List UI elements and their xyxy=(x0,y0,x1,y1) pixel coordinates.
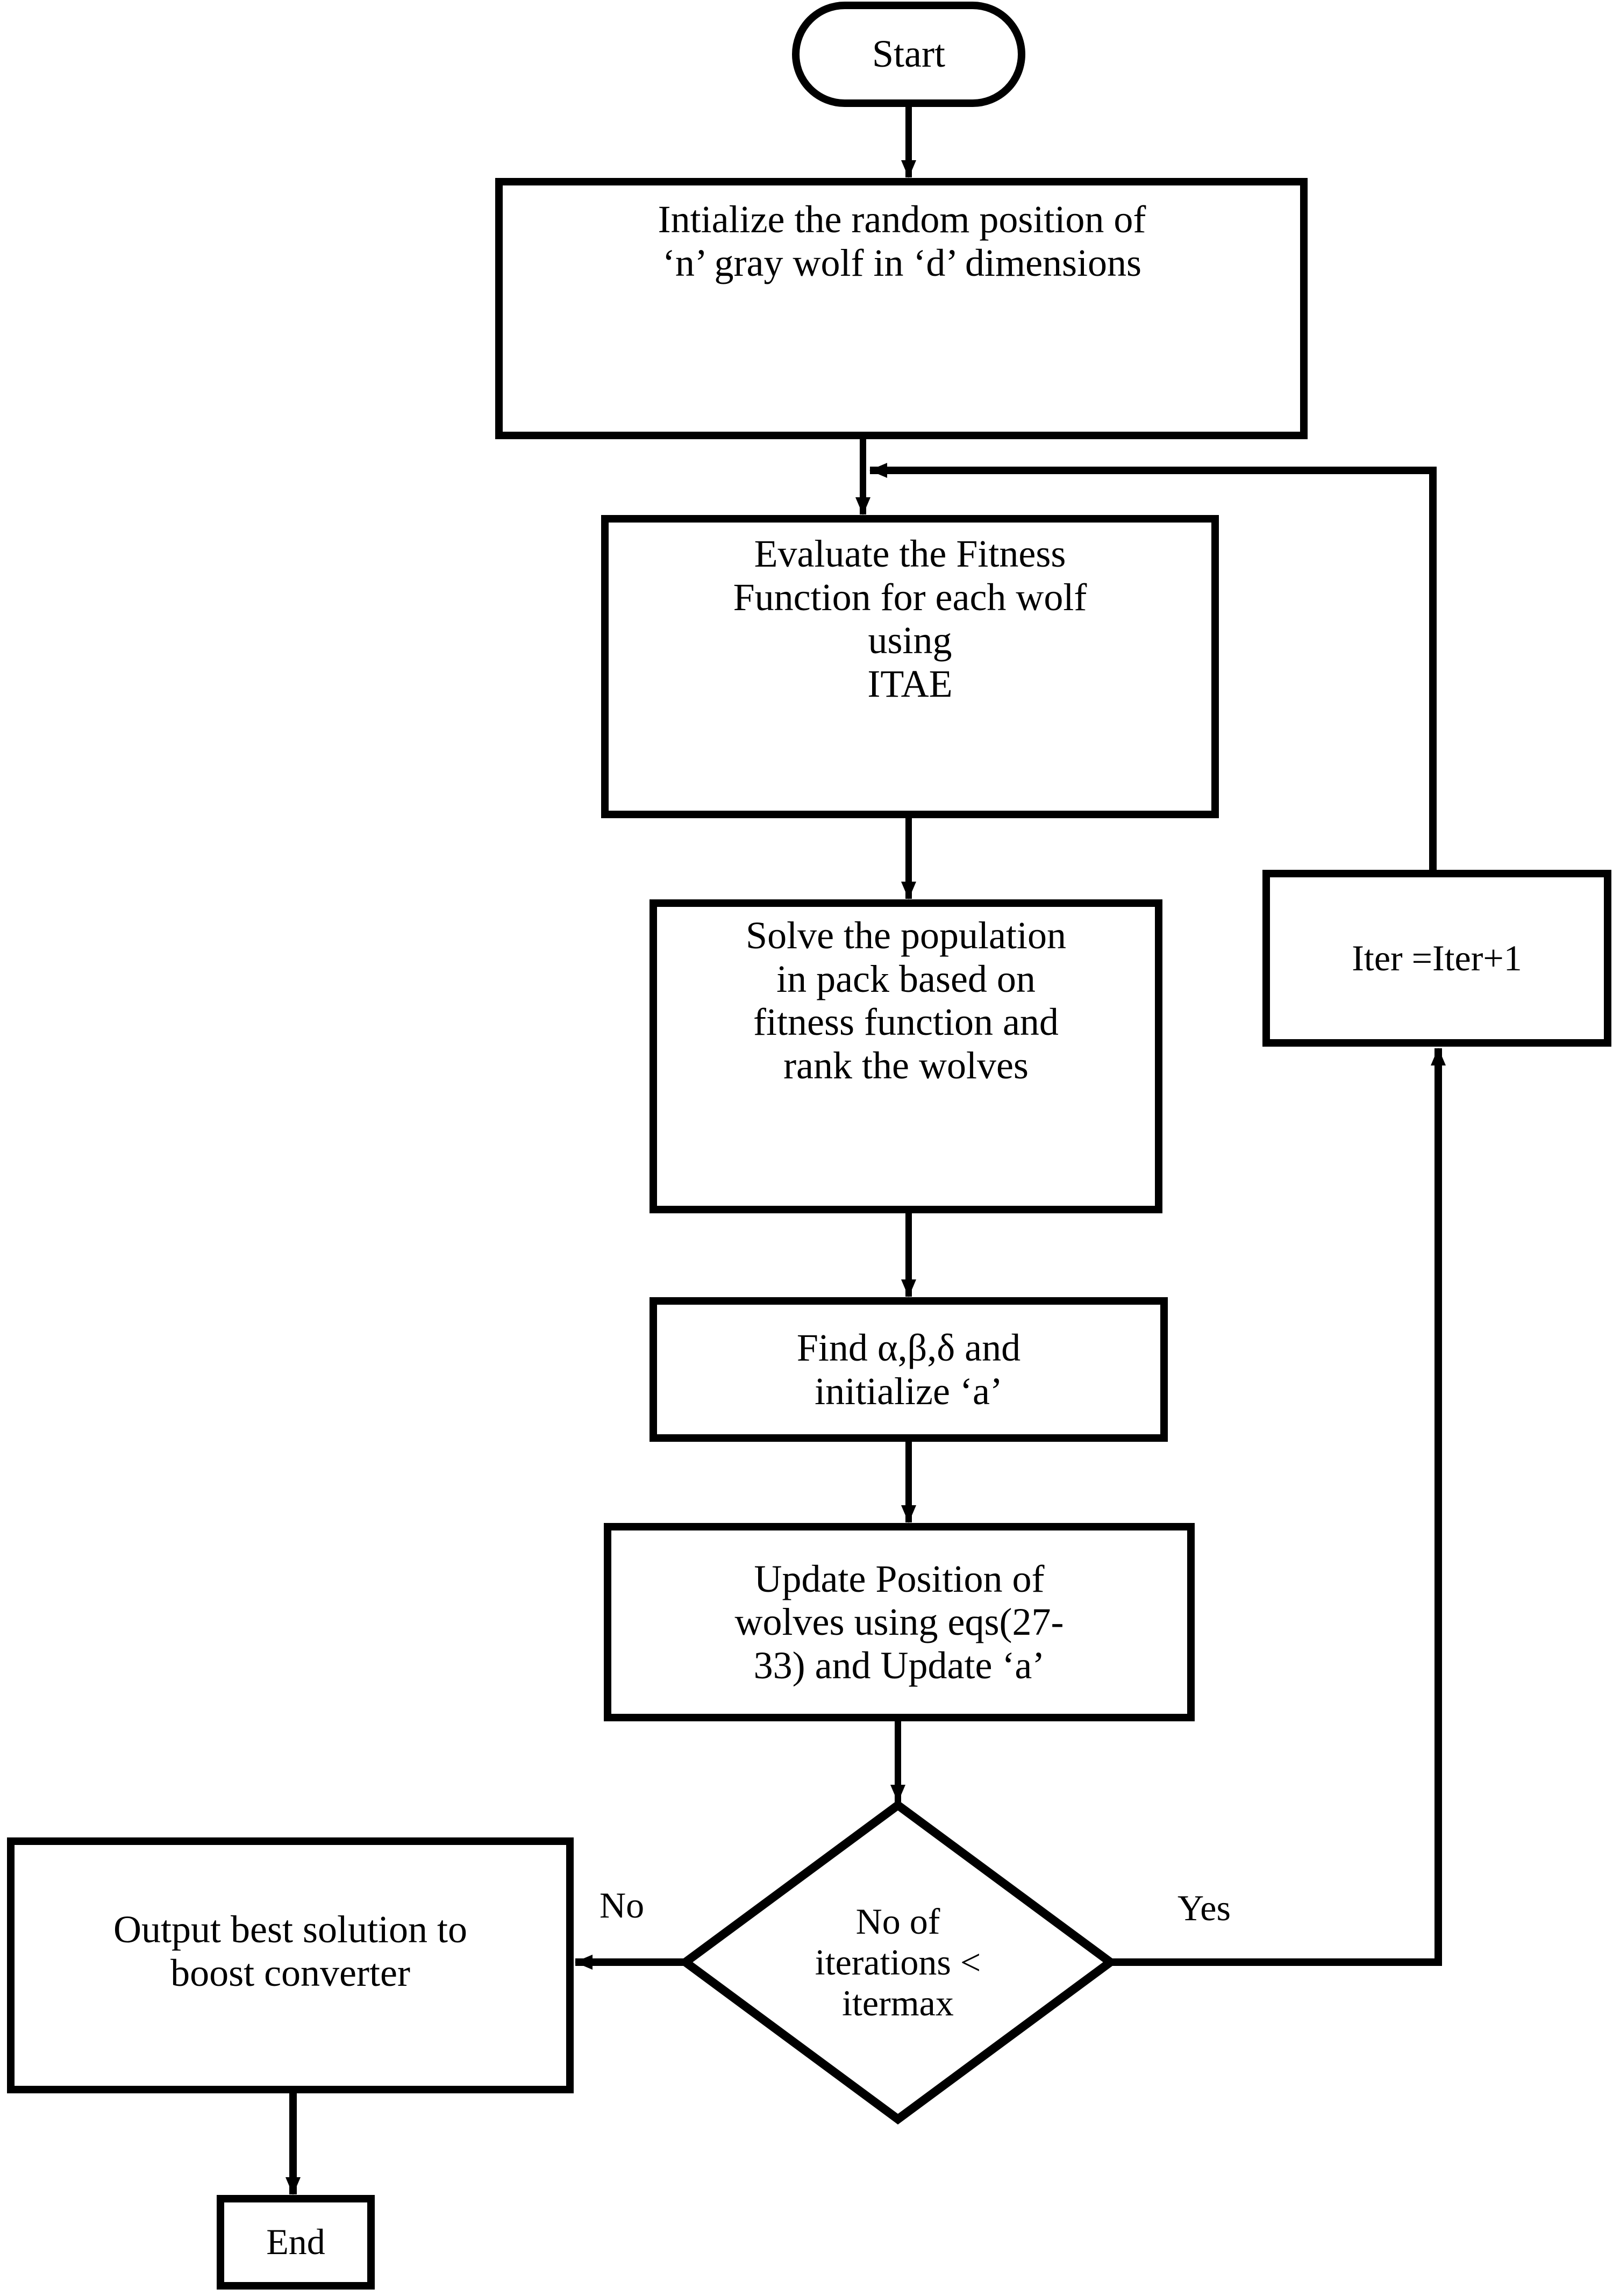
edge-decision-yes-to-iteration xyxy=(1110,1048,1446,1966)
node-initialize-shape xyxy=(495,178,1308,439)
node-output-shape xyxy=(7,1837,574,2093)
node-update-shape xyxy=(604,1523,1195,1721)
node-evaluate-shape xyxy=(601,515,1219,818)
node-find-shape xyxy=(650,1297,1168,1442)
node-decision-shape xyxy=(678,1800,1118,2125)
node-end-shape xyxy=(217,2195,375,2290)
node-start-shape xyxy=(792,2,1025,107)
edge-loopback-to-evaluate xyxy=(869,463,1437,874)
edge-label-no: No xyxy=(599,1885,645,1926)
node-solve-shape xyxy=(650,899,1162,1213)
node-iteration-shape xyxy=(1262,870,1611,1047)
edge-label-yes: Yes xyxy=(1177,1887,1231,1928)
